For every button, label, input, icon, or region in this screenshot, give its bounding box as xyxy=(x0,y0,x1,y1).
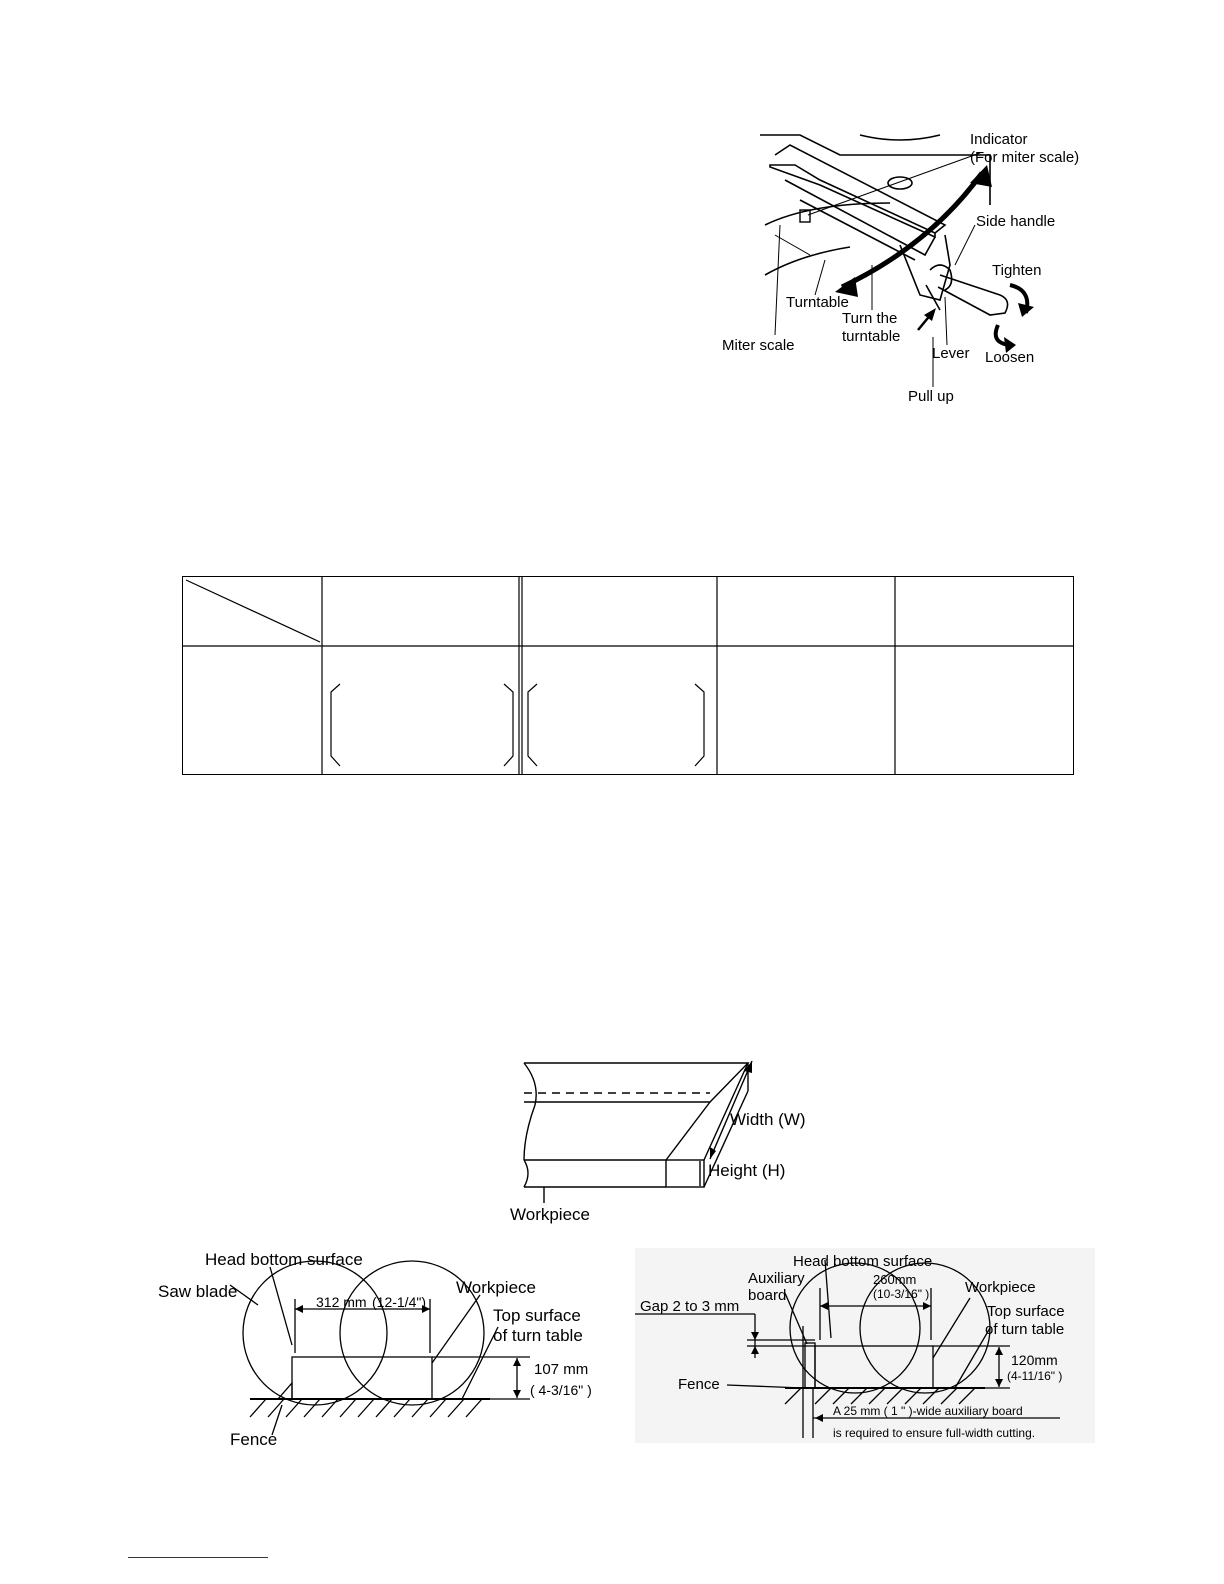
label-width-in-left: (12-1/4") xyxy=(372,1294,426,1310)
label-indicator-sub: (For miter scale) xyxy=(970,149,1079,166)
label-auxiliary: Auxiliary xyxy=(748,1270,805,1287)
label-head-bottom-surface-right: Head bottom surface xyxy=(793,1253,932,1270)
label-turntable-2: turntable xyxy=(842,328,900,345)
cutting-capacity-figure-right: Head bottom surface Auxiliary board 260m… xyxy=(635,1248,1095,1443)
label-turn-the: Turn the xyxy=(842,310,897,327)
label-fence-right: Fence xyxy=(678,1376,720,1393)
label-miter-scale: Miter scale xyxy=(722,337,795,354)
label-turntable: Turntable xyxy=(786,294,849,311)
label-head-bottom-surface: Head bottom surface xyxy=(205,1250,363,1269)
label-workpiece-right: Workpiece xyxy=(965,1279,1036,1296)
label-indicator: Indicator xyxy=(970,131,1028,148)
label-gap: Gap 2 to 3 mm xyxy=(640,1298,739,1315)
label-height-mm-right: 120mm xyxy=(1011,1352,1058,1368)
label-width-in-right: (10-3/16" ) xyxy=(873,1287,929,1301)
label-height-in-left: ( 4-3/16" ) xyxy=(530,1382,592,1398)
label-workpiece-left: Workpiece xyxy=(456,1278,536,1297)
spec-table xyxy=(181,575,1074,775)
label-saw-blade: Saw blade xyxy=(158,1282,237,1301)
label-note-line1: A 25 mm ( 1 " )-wide auxiliary board xyxy=(833,1404,1023,1418)
label-of-turn-table-right: of turn table xyxy=(985,1321,1064,1338)
label-fence-left: Fence xyxy=(230,1430,277,1449)
label-width: Width (W) xyxy=(730,1110,806,1129)
label-pull-up: Pull up xyxy=(908,388,954,405)
label-height-mm-left: 107 mm xyxy=(534,1361,588,1378)
cutting-capacity-figure-left: Head bottom surface Saw blade Workpiece … xyxy=(158,1250,592,1449)
workpiece-dimensions-figure: Width (W) Height (H) Workpiece xyxy=(510,1060,806,1224)
label-height: Height (H) xyxy=(708,1161,785,1180)
turntable-figure: Indicator (For miter scale) Side handle … xyxy=(722,131,1079,405)
label-tighten: Tighten xyxy=(992,262,1041,279)
label-of-turn-table-left: of turn table xyxy=(493,1326,583,1345)
label-top-surface-left: Top surface xyxy=(493,1306,581,1325)
label-workpiece: Workpiece xyxy=(510,1205,590,1224)
label-note-line2: is required to ensure full-width cutting… xyxy=(833,1426,1035,1440)
label-loosen: Loosen xyxy=(985,349,1034,366)
label-height-in-right: (4-11/16" ) xyxy=(1007,1369,1062,1383)
label-board: board xyxy=(748,1287,786,1304)
label-top-surface-right: Top surface xyxy=(987,1303,1065,1320)
label-lever: Lever xyxy=(932,345,970,362)
label-side-handle: Side handle xyxy=(976,213,1055,230)
label-width-mm-right: 260mm xyxy=(873,1272,916,1287)
footer-rule xyxy=(128,1557,268,1558)
label-width-mm-left: 312 mm xyxy=(316,1294,367,1310)
